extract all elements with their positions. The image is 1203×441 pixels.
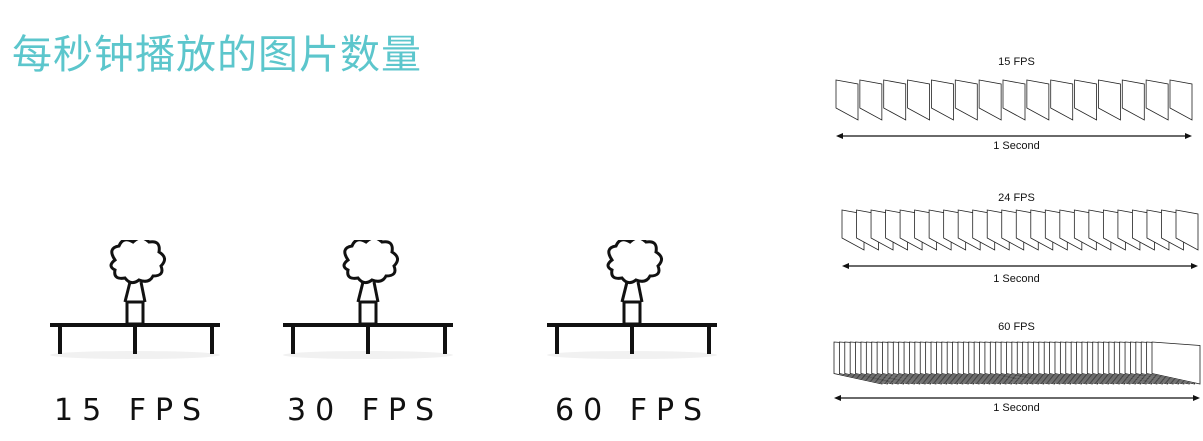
frame-10 (1050, 79, 1074, 121)
page-title: 每秒钟播放的图片数量 (12, 32, 422, 78)
frame-1 (835, 79, 859, 121)
frame-15 (1169, 79, 1193, 121)
frame-4 (907, 79, 930, 121)
arrow-head-right (1185, 133, 1192, 139)
frame-24 (1175, 209, 1199, 251)
stick-figure-1 (45, 240, 225, 370)
fps-label-15: 15 FPS (54, 393, 211, 428)
frame-7 (978, 79, 1002, 121)
diagram-duration-label: 1 Second (993, 140, 1040, 152)
frame-stack (841, 209, 1199, 269)
frame-60 (1151, 341, 1201, 385)
frame-11 (1074, 79, 1097, 121)
frame-stack (833, 341, 1201, 401)
frame-12 (1098, 79, 1121, 121)
frame-9 (1026, 79, 1050, 121)
fps-label-60: 60 FPS (555, 393, 712, 428)
diagram-fps-label: 24 FPS (998, 192, 1035, 204)
fps-label-30: 30 FPS (287, 393, 444, 428)
arrow-head-left (842, 263, 849, 269)
diagram-duration-label: 1 Second (993, 402, 1040, 414)
frames-diagram-15: 15 FPS 1 Second (830, 55, 1203, 155)
arrow-head-left (836, 133, 843, 139)
frames-diagram-24: 24 FPS 1 Second (830, 190, 1203, 290)
arrow-head-left (834, 395, 841, 401)
frame-13 (1121, 79, 1145, 121)
stick-figure-3 (542, 240, 722, 370)
arrow-head-right (1193, 395, 1200, 401)
frame-6 (954, 79, 978, 121)
frames-diagram-60: 60 FPS 1 Second (830, 320, 1203, 420)
frame-8 (1002, 79, 1026, 121)
frame-5 (931, 79, 954, 121)
diagram-fps-label: 60 FPS (998, 321, 1035, 333)
frame-stack (835, 79, 1193, 139)
diagram-fps-label: 15 FPS (998, 56, 1035, 68)
frame-14 (1145, 79, 1169, 121)
stick-figure-2 (278, 240, 458, 370)
frame-3 (883, 79, 907, 121)
diagram-duration-label: 1 Second (993, 273, 1040, 285)
arrow-head-right (1191, 263, 1198, 269)
frame-2 (859, 79, 883, 121)
